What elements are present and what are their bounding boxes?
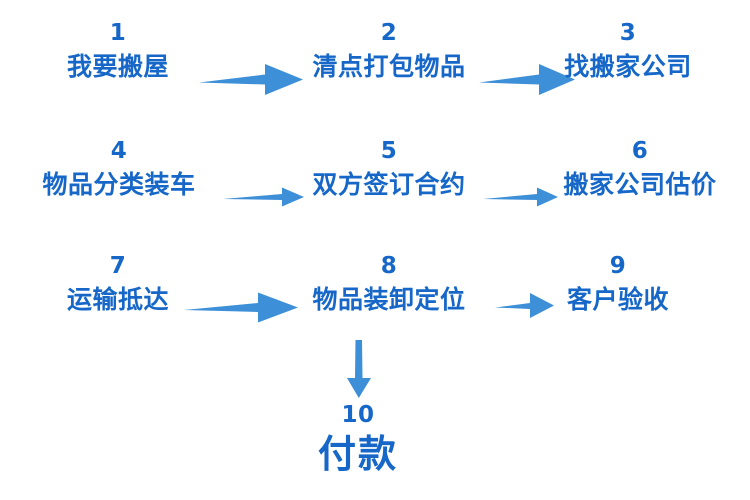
- step-label-9: 客户验收: [566, 285, 669, 314]
- step-label-5: 双方签订合约: [312, 170, 466, 199]
- step-node-9[interactable]: 9 客户验收: [548, 253, 688, 314]
- arrow-right-icon-4-5: [222, 180, 306, 212]
- step-label-3: 找搬家公司: [564, 52, 692, 81]
- step-label-6: 搬家公司估价: [563, 170, 717, 199]
- step-node-6[interactable]: 6 搬家公司估价: [550, 138, 730, 199]
- step-node-4[interactable]: 4 物品分类装车: [40, 138, 198, 199]
- step-label-8: 物品装卸定位: [312, 285, 466, 314]
- step-node-7[interactable]: 7 运输抵达: [44, 253, 192, 314]
- arrow-right-icon-5-6: [482, 180, 560, 212]
- arrow-down-icon-8-10: [342, 338, 376, 400]
- step-number-9: 9: [609, 253, 627, 279]
- step-number-4: 4: [110, 138, 128, 164]
- step-node-3[interactable]: 3 找搬家公司: [548, 20, 708, 81]
- step-number-7: 7: [109, 253, 127, 279]
- arrow-right-icon-8-9: [494, 288, 556, 322]
- step-number-2: 2: [380, 20, 398, 46]
- step-label-1: 我要搬屋: [66, 52, 169, 81]
- step-label-7: 运输抵达: [66, 285, 169, 314]
- step-node-10[interactable]: 10 付款: [288, 402, 428, 476]
- step-number-3: 3: [619, 20, 637, 46]
- step-label-10: 付款: [317, 432, 398, 476]
- step-label-2: 清点打包物品: [312, 52, 466, 81]
- step-node-5[interactable]: 5 双方签订合约: [298, 138, 480, 199]
- arrow-right-icon-2-3: [477, 58, 577, 98]
- step-number-8: 8: [380, 253, 398, 279]
- step-node-8[interactable]: 8 物品装卸定位: [298, 253, 480, 314]
- step-node-2[interactable]: 2 清点打包物品: [298, 20, 480, 81]
- arrow-right-icon-7-8: [182, 287, 300, 327]
- step-label-4: 物品分类装车: [42, 170, 196, 199]
- step-node-1[interactable]: 1 我要搬屋: [40, 20, 196, 81]
- step-number-1: 1: [109, 20, 127, 46]
- step-number-6: 6: [631, 138, 649, 164]
- step-number-10: 10: [341, 402, 375, 428]
- arrow-right-icon-1-2: [197, 58, 305, 98]
- step-number-5: 5: [380, 138, 398, 164]
